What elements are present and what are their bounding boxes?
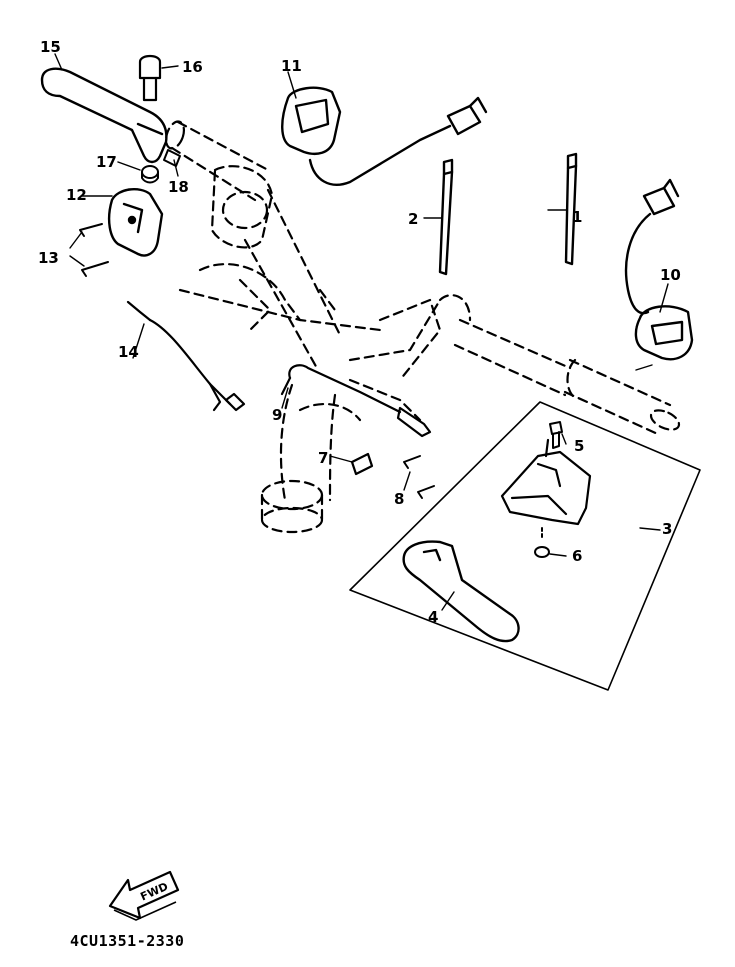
- callout-4: 4: [428, 608, 438, 626]
- forward-arrow-icon: FWD: [108, 870, 180, 921]
- part-number: 4CU1351-2330: [70, 932, 185, 950]
- switch-assembly-right: [624, 178, 694, 361]
- callout-10: 10: [660, 266, 681, 284]
- plug-7: [350, 452, 374, 476]
- callout-9: 9: [272, 406, 282, 424]
- lever-holder: [107, 188, 164, 257]
- callout-12: 12: [66, 186, 87, 204]
- cable-tie-2: [438, 158, 454, 276]
- kit-boundary: [349, 401, 701, 691]
- callout-7: 7: [318, 449, 328, 467]
- callout-18: 18: [168, 178, 189, 196]
- callout-6: 6: [572, 547, 582, 565]
- callout-2: 2: [408, 210, 418, 228]
- brake-lever: [40, 67, 168, 164]
- callout-5: 5: [574, 437, 584, 455]
- holder-screws: [79, 223, 109, 277]
- bolt-5: [549, 421, 563, 449]
- callout-13: 13: [38, 249, 59, 267]
- callout-3: 3: [662, 520, 672, 538]
- lever-kit: [402, 540, 520, 643]
- nut-6: [534, 527, 550, 558]
- lever-nut: [141, 165, 159, 184]
- wire-lead-14: [126, 300, 246, 412]
- pivot-bolt: [138, 54, 162, 102]
- callout-1: 1: [572, 208, 582, 226]
- cable-tie-1: [564, 152, 578, 266]
- callout-11: 11: [281, 57, 302, 75]
- callout-14: 14: [118, 343, 139, 361]
- lever-holder-kit: [500, 438, 592, 526]
- handlebar-frame-outline: [164, 120, 681, 534]
- callout-8: 8: [394, 490, 404, 508]
- switch-assembly: [281, 86, 488, 186]
- callout-labels: 1 2 3 4 5 6 7 8 9 10 11 12 13 14 15 16 1…: [38, 38, 681, 626]
- screws-8: [403, 455, 435, 499]
- callout-15: 15: [40, 38, 61, 56]
- callout-16: 16: [182, 58, 203, 76]
- callout-17: 17: [96, 153, 117, 171]
- leader-lines: [54, 53, 669, 611]
- wire-lead-9: [280, 364, 432, 438]
